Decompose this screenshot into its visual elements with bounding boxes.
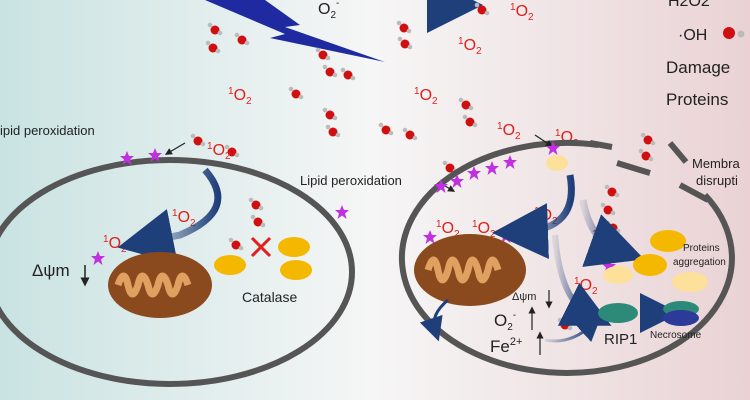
membrane-potential-label-right: Δψm: [512, 291, 536, 303]
svg-text:1O2: 1O2: [510, 2, 534, 23]
left-cell-membrane: [0, 157, 355, 387]
oh-molecule-icon: [723, 27, 735, 39]
blocked-x-icon: [250, 236, 272, 258]
superoxide-label: O2-: [318, 0, 339, 21]
legend-damage: Damage: [666, 58, 730, 77]
mitochondrion-right: [414, 234, 526, 306]
arrow-to-rip1: [552, 234, 612, 326]
fe-rip1-arrow: [544, 316, 601, 343]
arrow-to-proteins: [579, 199, 645, 267]
proteins-aggregation-label: Proteins: [683, 243, 720, 254]
lipid-peroxidation-label-center: Lipid peroxidation: [300, 173, 402, 188]
arrow-to-mitochondria: [492, 174, 575, 260]
mito-arrow: [419, 298, 449, 342]
legend-oh: ·OH: [678, 27, 707, 44]
protein-icon: [546, 155, 568, 171]
legend-proteins: Proteins: [666, 90, 728, 109]
svg-text:1O2: 1O2: [414, 86, 438, 107]
svg-text:1O2: 1O2: [207, 141, 231, 162]
catalase-group: [214, 236, 312, 280]
oh-hydrogen-icon: [737, 30, 745, 38]
necrosome-label: Necrosome: [650, 330, 702, 341]
rip1-icon: [598, 303, 638, 323]
rip1-label: RIP1: [604, 331, 637, 348]
right-cell-membrane: [398, 139, 735, 376]
membrane-potential-label: Δψm: [32, 261, 70, 280]
proteins-group: [603, 230, 708, 292]
arrow-icon: [534, 134, 553, 147]
membrane-fragments: [589, 140, 710, 203]
svg-text:1O2: 1O2: [436, 219, 460, 240]
arrow-icon: [164, 142, 186, 155]
light-bolt-icon: [205, 0, 385, 62]
necrosome-icon-2: [663, 310, 699, 326]
membrane-disruption-label: Membra: [692, 156, 740, 171]
mitochondrion-left: [108, 252, 212, 318]
singlet-oxygen-arrow: [117, 167, 222, 264]
superoxide-right-label: O2-: [494, 310, 516, 333]
iron-label: Fe2+: [490, 336, 522, 356]
svg-text:1O2: 1O2: [497, 121, 521, 142]
lipid-peroxidation-label-left: ipid peroxidation: [0, 123, 95, 138]
legend-h2o2: H2O2: [668, 0, 710, 10]
svg-text:1O2: 1O2: [228, 86, 252, 107]
membrane-disruption-label-2: disrupti: [696, 173, 738, 188]
catalase-label: Catalase: [242, 289, 297, 305]
proteins-aggregation-label-2: aggregation: [673, 257, 726, 268]
svg-text:1O2: 1O2: [458, 36, 482, 57]
